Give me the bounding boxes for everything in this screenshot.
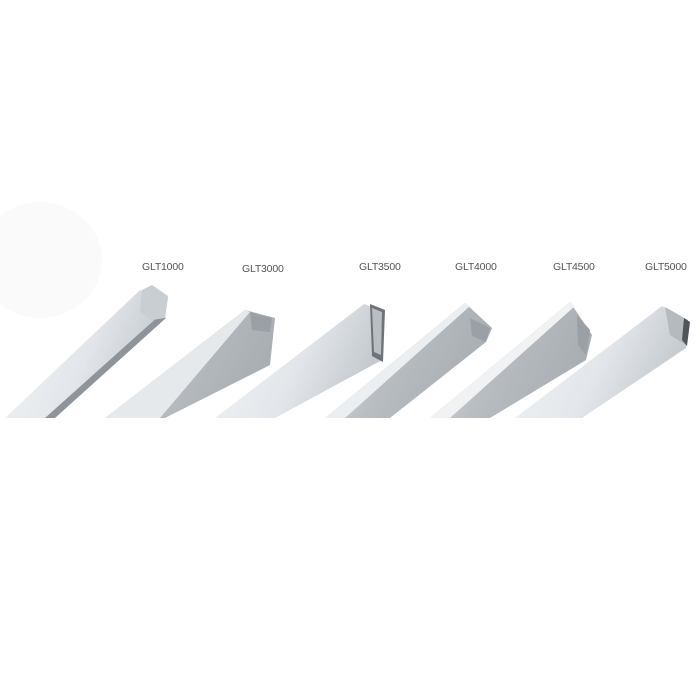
product-label: GLT4500	[553, 261, 595, 273]
profile-glt4000	[325, 303, 492, 418]
profile-glt3500	[215, 304, 385, 418]
product-label: GLT4000	[455, 261, 497, 273]
product-label: GLT5000	[645, 261, 687, 273]
product-label: GLT3500	[359, 261, 401, 273]
product-label: GLT1000	[142, 261, 184, 273]
profile-glt5000	[515, 306, 690, 418]
product-label: GLT3000	[242, 263, 284, 275]
background-shadow	[0, 202, 102, 318]
profile-glt1000	[5, 285, 168, 418]
profile-glt3000	[105, 310, 275, 418]
profile-glt4500	[430, 302, 592, 418]
